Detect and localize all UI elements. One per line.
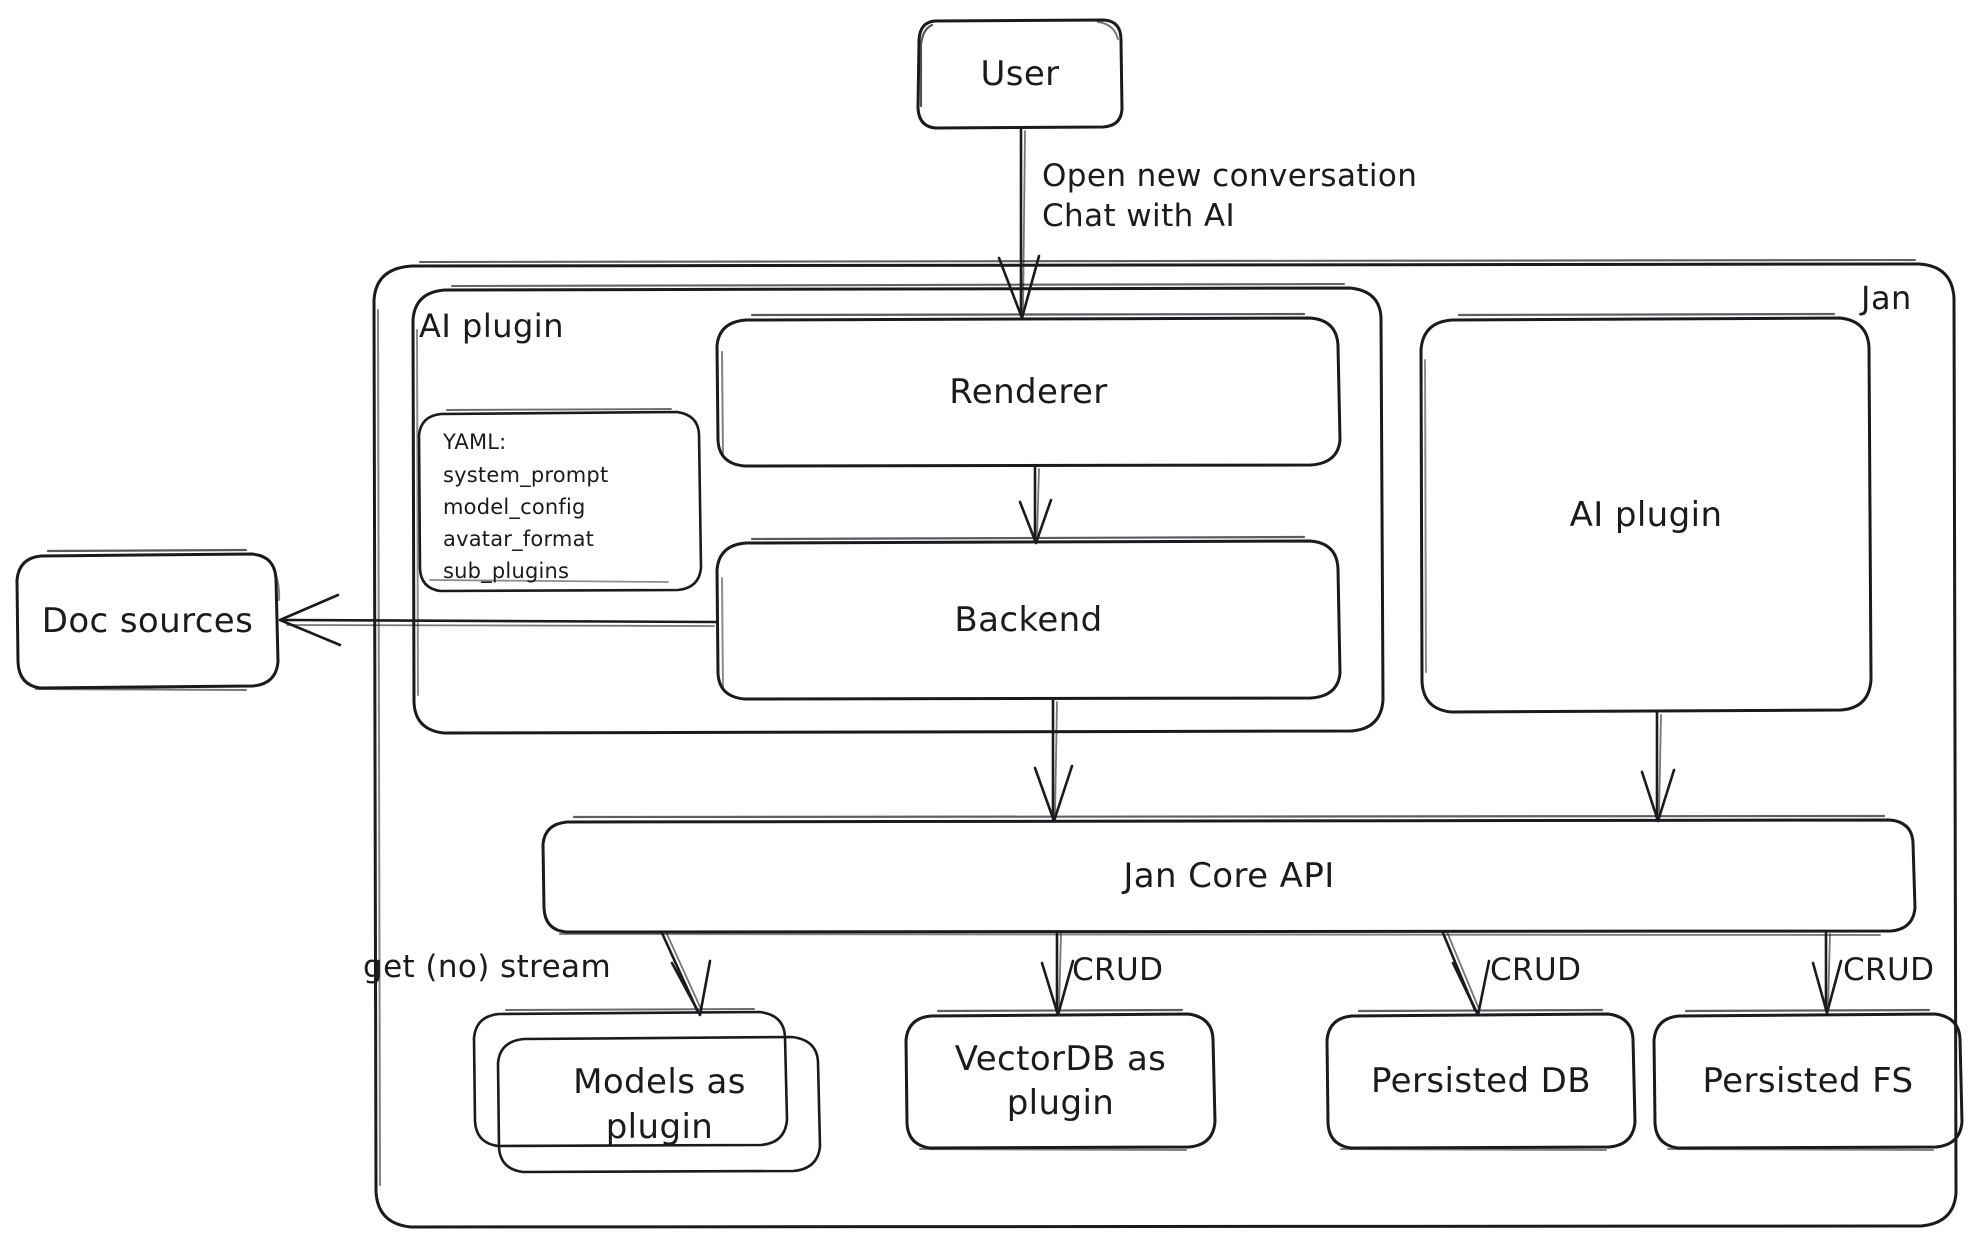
node-renderer-label: Renderer [949,371,1108,412]
edge-core-to-vectordb [1040,931,1075,1017]
node-persisted-db-label: Persisted DB [1370,1060,1591,1101]
node-persisted-db[interactable]: Persisted DB [1327,1014,1635,1148]
node-persisted-fs-label: Persisted FS [1702,1060,1914,1101]
yaml-card-key-system-prompt: system_prompt [443,463,609,487]
node-backend[interactable]: Backend [717,541,1340,699]
container-jan-shape [372,258,1958,1229]
edge-backend-to-doc-sources [278,593,718,647]
node-vectordb-plugin[interactable]: VectorDB as plugin [906,1014,1215,1148]
edge-core-to-persisted-db [1441,931,1491,1017]
node-ai-plugin-right-shape [1419,312,1873,714]
node-persisted-fs-shape [1652,1008,1964,1151]
container-ai-plugin-shape [411,282,1385,735]
node-models-plugin[interactable]: Models as plugin [499,1037,820,1172]
node-user-shape [916,18,1124,130]
edge-core-to-models [660,931,712,1017]
node-persisted-fs[interactable]: Persisted FS [1654,1014,1962,1148]
node-backend-shape [715,535,1342,701]
node-renderer-shape [715,312,1342,468]
node-models-plugin-shape [472,1008,822,1174]
node-models-plugin-label: Models as plugin [573,1062,746,1147]
node-ai-plugin-right[interactable]: AI plugin [1421,318,1871,712]
yaml-card-key-model-config: model_config [443,495,586,519]
node-doc-sources-shape [15,548,281,691]
node-jan-core-api-shape [541,814,1917,936]
edge-renderer-to-backend [1018,465,1053,545]
yaml-card-key-avatar-format: avatar_format [443,527,595,551]
edge-user-to-renderer [997,127,1041,320]
node-user-label: User [980,53,1060,94]
node-vectordb-plugin-label: VectorDB as plugin [954,1038,1167,1123]
yaml-card-heading: YAML: [443,430,507,454]
yaml-card-shape [417,408,703,593]
node-backend-label: Backend [954,599,1103,640]
edge-core-to-persisted-fs [1811,931,1843,1015]
edge-backend-to-core [1033,698,1074,823]
node-ai-plugin-right-label: AI plugin [1569,494,1723,535]
edge-ai-plugin-to-core [1640,711,1676,823]
node-jan-core-api-label: Jan Core API [1123,855,1335,896]
node-persisted-db-shape [1325,1008,1637,1151]
node-user[interactable]: User [918,20,1122,128]
node-doc-sources-label: Doc sources [41,600,254,641]
yaml-card-key-sub-plugins: sub_plugins [443,559,570,583]
node-doc-sources[interactable]: Doc sources [17,554,278,688]
node-jan-core-api[interactable]: Jan Core API [543,820,1915,932]
node-renderer[interactable]: Renderer [717,318,1340,466]
